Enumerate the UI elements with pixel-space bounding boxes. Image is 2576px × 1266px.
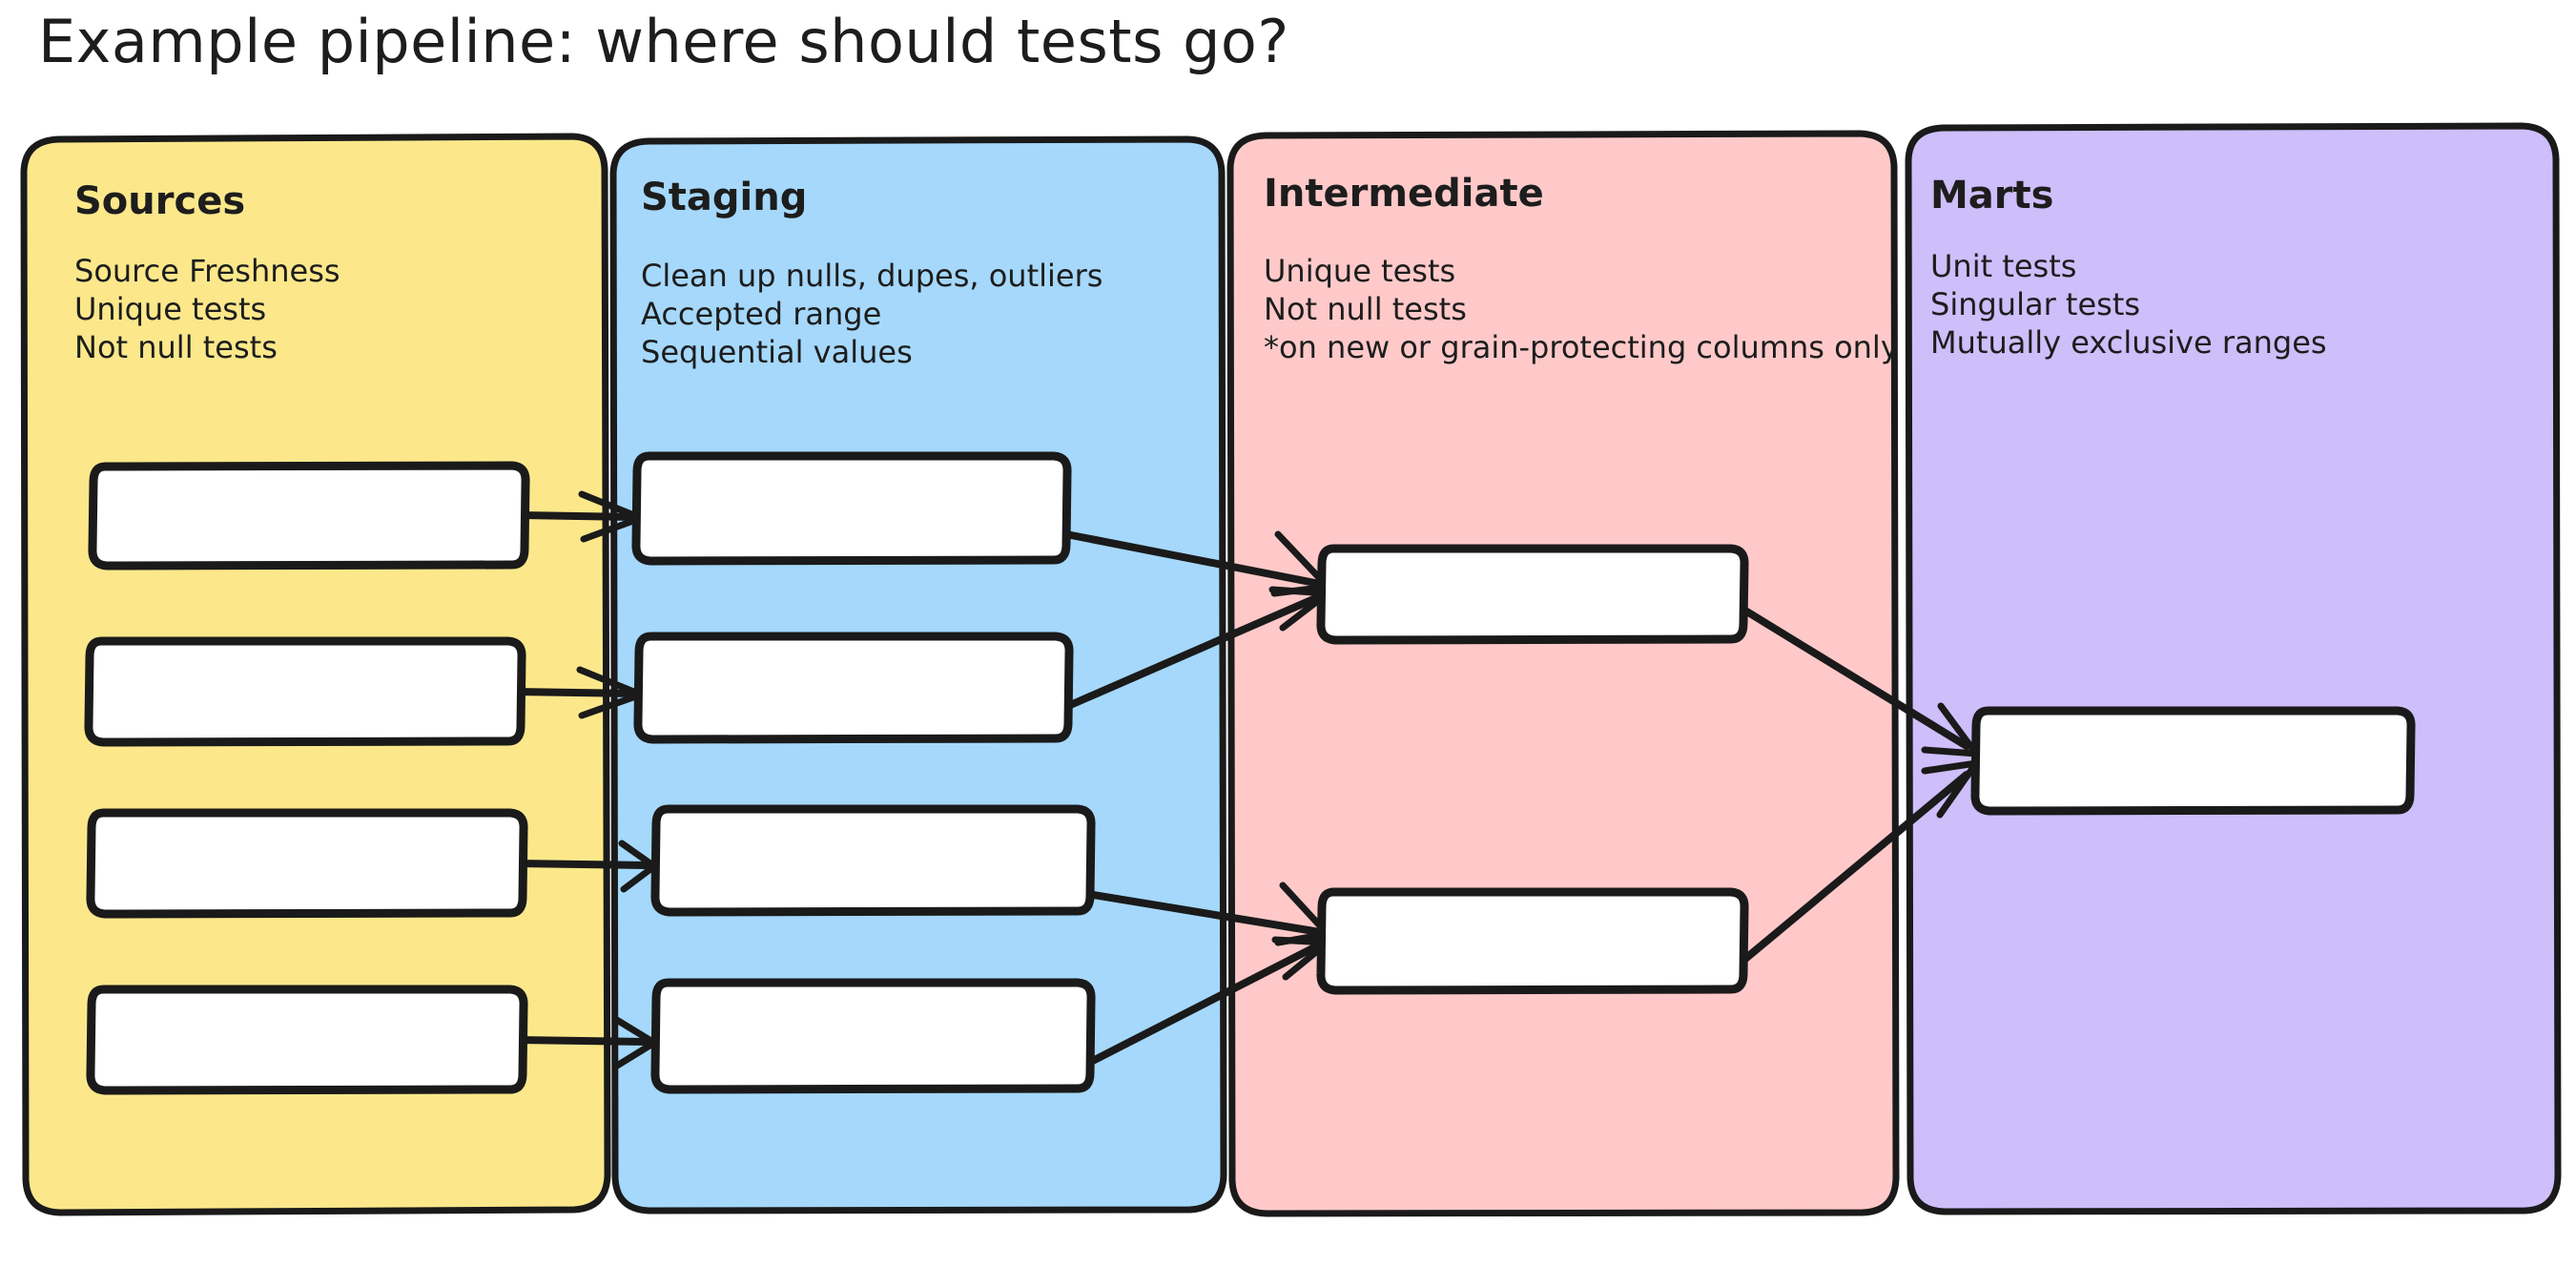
lane-sources-line-2: Unique tests — [74, 291, 266, 327]
lane-marts-body — [1905, 122, 2562, 1215]
lane-intermediate-line-3: *on new or grain-protecting columns only — [1264, 329, 1899, 365]
lane-marts-title: Marts — [1930, 174, 2053, 218]
lane-sources-title: Sources — [74, 179, 245, 223]
lane-intermediate[interactable]: Intermediate Unique tests Not null tests… — [1226, 130, 1900, 1217]
lane-intermediate-title: Intermediate — [1264, 172, 1544, 216]
lane-staging-line-3: Sequential values — [641, 334, 913, 370]
node-src-4[interactable] — [86, 985, 528, 1095]
page-title: Example pipeline: where should tests go? — [38, 7, 1289, 76]
node-int-1[interactable] — [1316, 544, 1749, 645]
node-stg-3[interactable] — [650, 804, 1096, 917]
node-stg-4[interactable] — [650, 978, 1096, 1094]
edge-group-staging-intermediate — [1062, 530, 1337, 1072]
lane-intermediate-line-1: Unique tests — [1264, 253, 1455, 289]
node-src-2[interactable] — [84, 636, 526, 747]
lane-sources-line-1: Source Freshness — [74, 253, 340, 289]
lane-marts-line-2: Singular tests — [1930, 286, 2140, 322]
node-src-3[interactable] — [86, 808, 528, 919]
edge-group-sources-staging — [511, 490, 661, 1069]
lane-staging-line-2: Accepted range — [641, 296, 881, 332]
node-src-1[interactable] — [88, 461, 530, 571]
lane-marts-line-1: Unit tests — [1930, 248, 2076, 284]
lane-marts[interactable]: Marts Unit tests Singular tests Mutually… — [1905, 122, 2562, 1215]
lane-staging-title: Staging — [641, 176, 807, 219]
lane-staging-line-1: Clean up nulls, dupes, outliers — [641, 258, 1103, 294]
lane-marts-line-3: Mutually exclusive ranges — [1930, 324, 2327, 361]
lane-sources-line-3: Not null tests — [74, 329, 278, 365]
node-stg-2[interactable] — [633, 632, 1074, 744]
lane-intermediate-line-2: Not null tests — [1264, 291, 1467, 327]
node-int-2[interactable] — [1316, 887, 1749, 995]
node-stg-1[interactable] — [631, 451, 1072, 566]
node-mart-1[interactable] — [1970, 706, 2416, 816]
